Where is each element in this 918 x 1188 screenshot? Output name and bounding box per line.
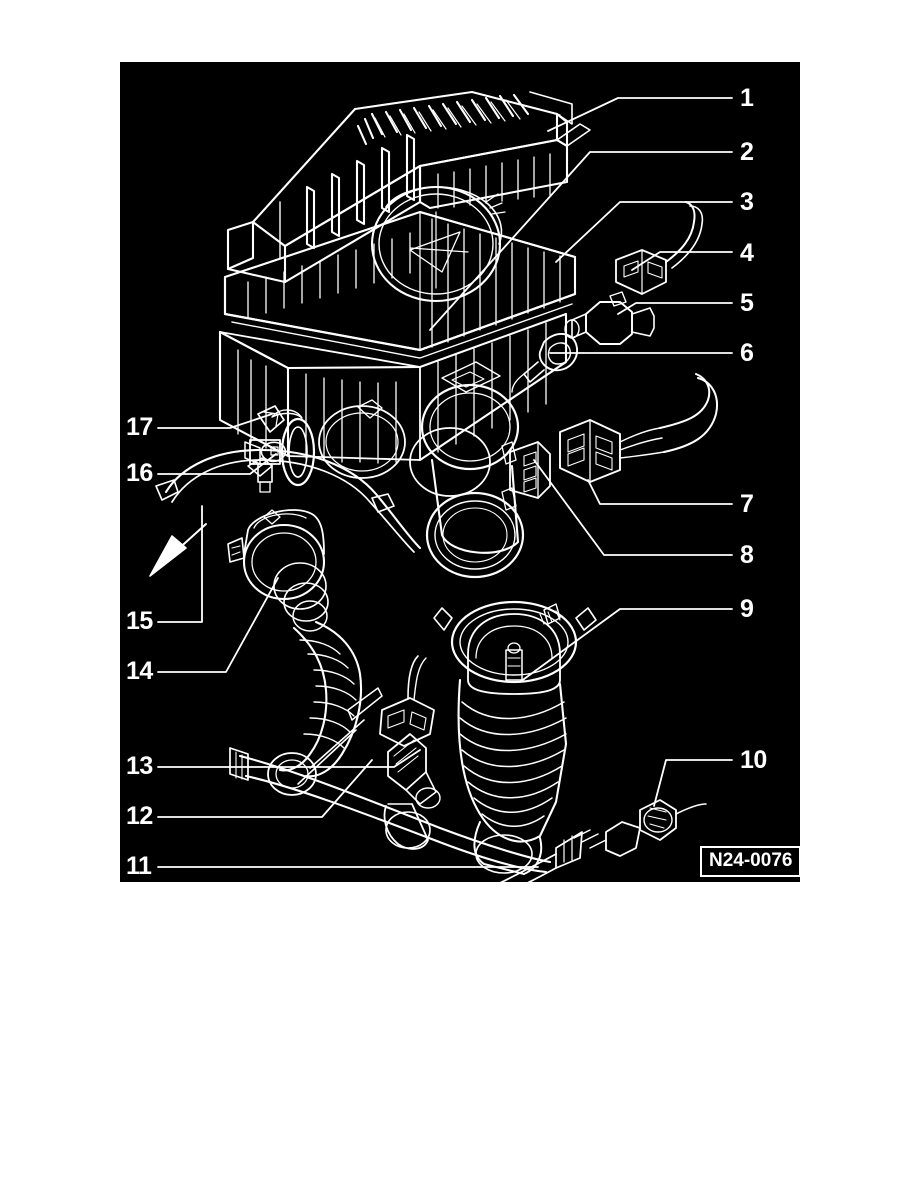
callout-number-15: 15 [126, 607, 153, 635]
callout-number-2: 2 [740, 138, 754, 166]
mass-air-flow-sensor [420, 383, 551, 579]
exploded-view-illustration [149, 90, 733, 882]
callout-number-3: 3 [740, 188, 754, 216]
callout-number-17: 17 [126, 413, 153, 441]
leader-lines-left [157, 413, 539, 868]
callout-number-6: 6 [740, 339, 754, 367]
intake-air-temperature-sensor-assembly [511, 201, 704, 393]
figure-id-plate: N24-0076 [700, 846, 802, 877]
vacuum-hose-fitting [499, 799, 707, 882]
callout-number-13: 13 [126, 752, 153, 780]
callout-number-16: 16 [126, 459, 153, 487]
oxygen-sensor-assembly [297, 655, 441, 809]
leader-lines-right [429, 97, 733, 807]
callout-number-9: 9 [740, 595, 754, 623]
callout-number-12: 12 [126, 802, 153, 830]
air-cleaner-lower-housing [218, 312, 568, 497]
air-filter-element [223, 210, 577, 359]
intake-air-boot [433, 600, 597, 875]
air-cleaner-upper-cover [226, 90, 591, 303]
harness-connector-plug [559, 373, 718, 483]
callout-number-4: 4 [740, 239, 754, 267]
callout-number-8: 8 [740, 541, 754, 569]
assembly-direction-arrow [149, 523, 207, 577]
callout-number-11: 11 [126, 852, 152, 880]
callout-number-1: 1 [740, 84, 754, 112]
illustration-panel [120, 62, 800, 882]
callout-number-14: 14 [126, 657, 153, 685]
crankcase-breather-hose-assembly [155, 439, 422, 796]
callout-number-5: 5 [740, 289, 754, 317]
callout-number-10: 10 [740, 746, 767, 774]
callout-number-7: 7 [740, 490, 754, 518]
